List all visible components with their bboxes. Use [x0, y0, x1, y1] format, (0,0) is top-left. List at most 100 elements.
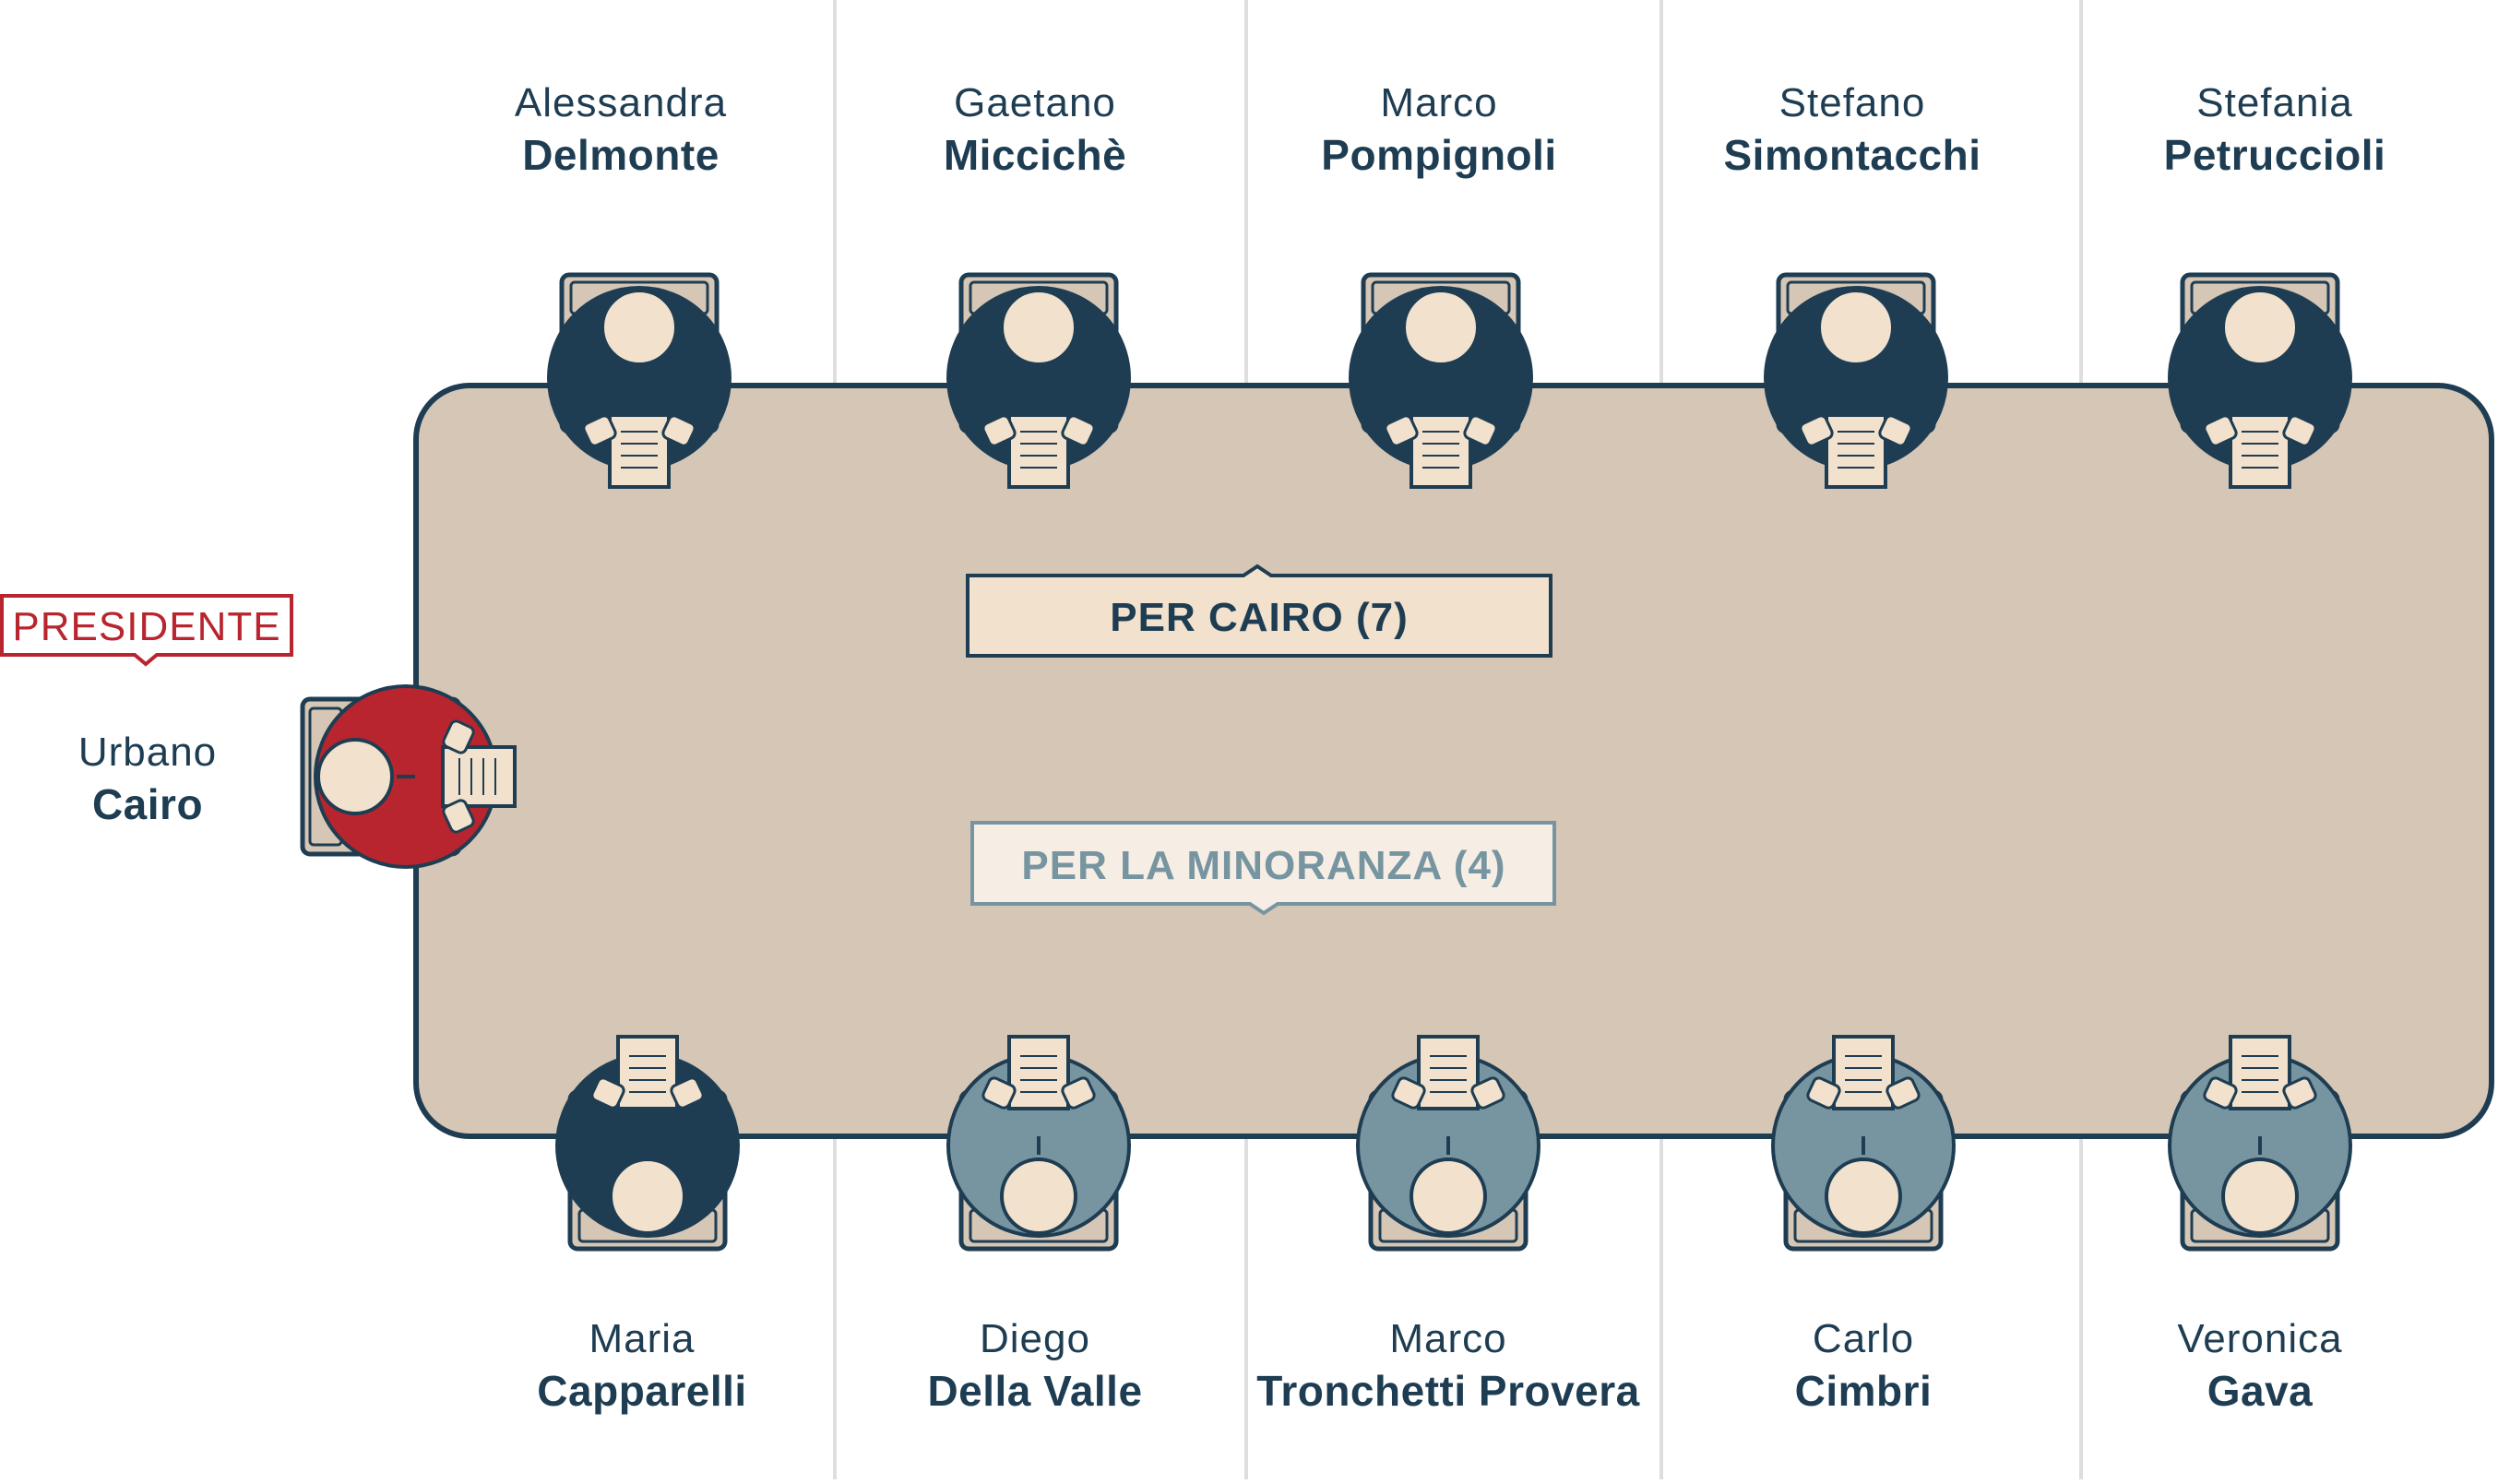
member-first-name: Alessandra	[514, 80, 728, 125]
left-hand	[670, 1076, 705, 1110]
member-first-name: Stefania	[2196, 80, 2353, 125]
left-hand	[2282, 1076, 2317, 1110]
head	[601, 289, 678, 366]
member-first-name: Maria	[589, 1316, 696, 1361]
group-tag-cairo: PER CAIRO (7)	[966, 564, 1552, 658]
member-last-name: Della Valle	[927, 1367, 1143, 1415]
right-hand	[590, 1076, 625, 1110]
right-hand	[2282, 414, 2317, 447]
president-name: Urbano Cairo	[78, 727, 217, 830]
group-tag-minoranza: PER LA MINORANZA (4)	[970, 821, 1556, 916]
head	[316, 738, 394, 815]
seat-bottom-4	[1771, 1035, 1956, 1252]
left-hand	[1384, 414, 1419, 447]
seat-bottom-3	[1356, 1035, 1540, 1252]
head	[1817, 289, 1895, 366]
right-hand	[661, 414, 696, 447]
right-hand	[442, 719, 475, 754]
left-hand	[981, 414, 1017, 447]
top-member-name-2: Gaetano Miccichè	[944, 77, 1126, 181]
right-hand	[1806, 1076, 1841, 1110]
left-hand	[1885, 1076, 1921, 1110]
presidente-badge-text: PRESIDENTE	[12, 604, 280, 649]
member-last-name: Simontacchi	[1723, 131, 1981, 179]
document	[1417, 1035, 1480, 1110]
seat-bottom-1	[555, 1035, 740, 1252]
member-first-name: Marco	[1380, 80, 1498, 125]
document	[441, 745, 517, 808]
document	[2229, 1035, 2291, 1110]
document	[2229, 413, 2291, 489]
top-member-name-1: Alessandra Delmonte	[515, 77, 727, 181]
head	[2221, 289, 2299, 366]
seats-layer	[300, 272, 2352, 1252]
right-hand	[2203, 1076, 2238, 1110]
head	[1402, 289, 1480, 366]
top-member-name-3: Marco Pompignoli	[1321, 77, 1556, 181]
seat-top-2	[946, 272, 1131, 489]
bottom-member-name-3: Marco Tronchetti Provera	[1256, 1313, 1639, 1417]
left-hand	[1470, 1076, 1505, 1110]
member-first-name: Stefano	[1778, 80, 1926, 125]
head	[609, 1158, 686, 1235]
member-first-name: Veronica	[2177, 1316, 2343, 1361]
member-last-name: Gava	[2207, 1367, 2314, 1415]
right-hand	[1061, 414, 1096, 447]
right-hand	[1391, 1076, 1426, 1110]
document	[608, 413, 671, 489]
top-member-name-5: Stefania Petruccioli	[2164, 77, 2386, 181]
right-hand	[1878, 414, 1913, 447]
president-last-name: Cairo	[91, 780, 204, 828]
left-hand	[442, 799, 475, 834]
document	[1410, 413, 1472, 489]
member-last-name: Pompignoli	[1321, 131, 1557, 179]
left-hand	[582, 414, 617, 447]
seat-top-5	[2168, 272, 2352, 489]
head	[1825, 1158, 1902, 1235]
bottom-member-name-2: Diego Della Valle	[927, 1313, 1142, 1417]
seat-bottom-5	[2168, 1035, 2352, 1252]
seat-top-3	[1349, 272, 1533, 489]
bottom-member-name-1: Maria Capparelli	[537, 1313, 746, 1417]
left-hand	[1061, 1076, 1096, 1110]
head	[1410, 1158, 1487, 1235]
group-tag-minoranza-box	[970, 821, 1556, 916]
group-tag-cairo-text: PER CAIRO (7)	[1110, 595, 1408, 640]
member-last-name: Delmonte	[522, 131, 720, 179]
member-last-name: Tronchetti Provera	[1256, 1367, 1640, 1415]
member-last-name: Petruccioli	[2163, 131, 2386, 179]
top-member-name-4: Stefano Simontacchi	[1723, 77, 1981, 181]
left-hand	[1799, 414, 1834, 447]
presidente-badge-box	[0, 594, 293, 667]
seat-top-1	[547, 272, 732, 489]
head	[1000, 289, 1077, 366]
document	[1007, 413, 1070, 489]
seat-president	[300, 684, 517, 869]
document	[1007, 1035, 1070, 1110]
group-tag-minoranza-text: PER LA MINORANZA (4)	[1021, 843, 1505, 888]
head	[1000, 1158, 1077, 1235]
right-hand	[981, 1076, 1017, 1110]
member-first-name: Diego	[980, 1316, 1090, 1361]
group-tag-cairo-box	[966, 564, 1552, 658]
document	[1825, 413, 1887, 489]
left-hand	[2203, 414, 2238, 447]
member-last-name: Miccichè	[943, 131, 1127, 179]
member-last-name: Capparelli	[537, 1367, 747, 1415]
meeting-table	[413, 383, 2494, 1139]
member-last-name: Cimbri	[1794, 1367, 1933, 1415]
head	[2221, 1158, 2299, 1235]
presidente-badge: PRESIDENTE	[0, 594, 293, 667]
member-first-name: Carlo	[1812, 1316, 1915, 1361]
member-first-name: Gaetano	[954, 80, 1116, 125]
seat-bottom-2	[946, 1035, 1131, 1252]
bottom-member-name-4: Carlo Cimbri	[1795, 1313, 1933, 1417]
document	[616, 1035, 679, 1110]
seat-top-4	[1764, 272, 1948, 489]
bottom-member-name-5: Veronica Gava	[2177, 1313, 2342, 1417]
member-first-name: Marco	[1389, 1316, 1507, 1361]
document	[1832, 1035, 1895, 1110]
president-first-name: Urbano	[77, 730, 218, 775]
